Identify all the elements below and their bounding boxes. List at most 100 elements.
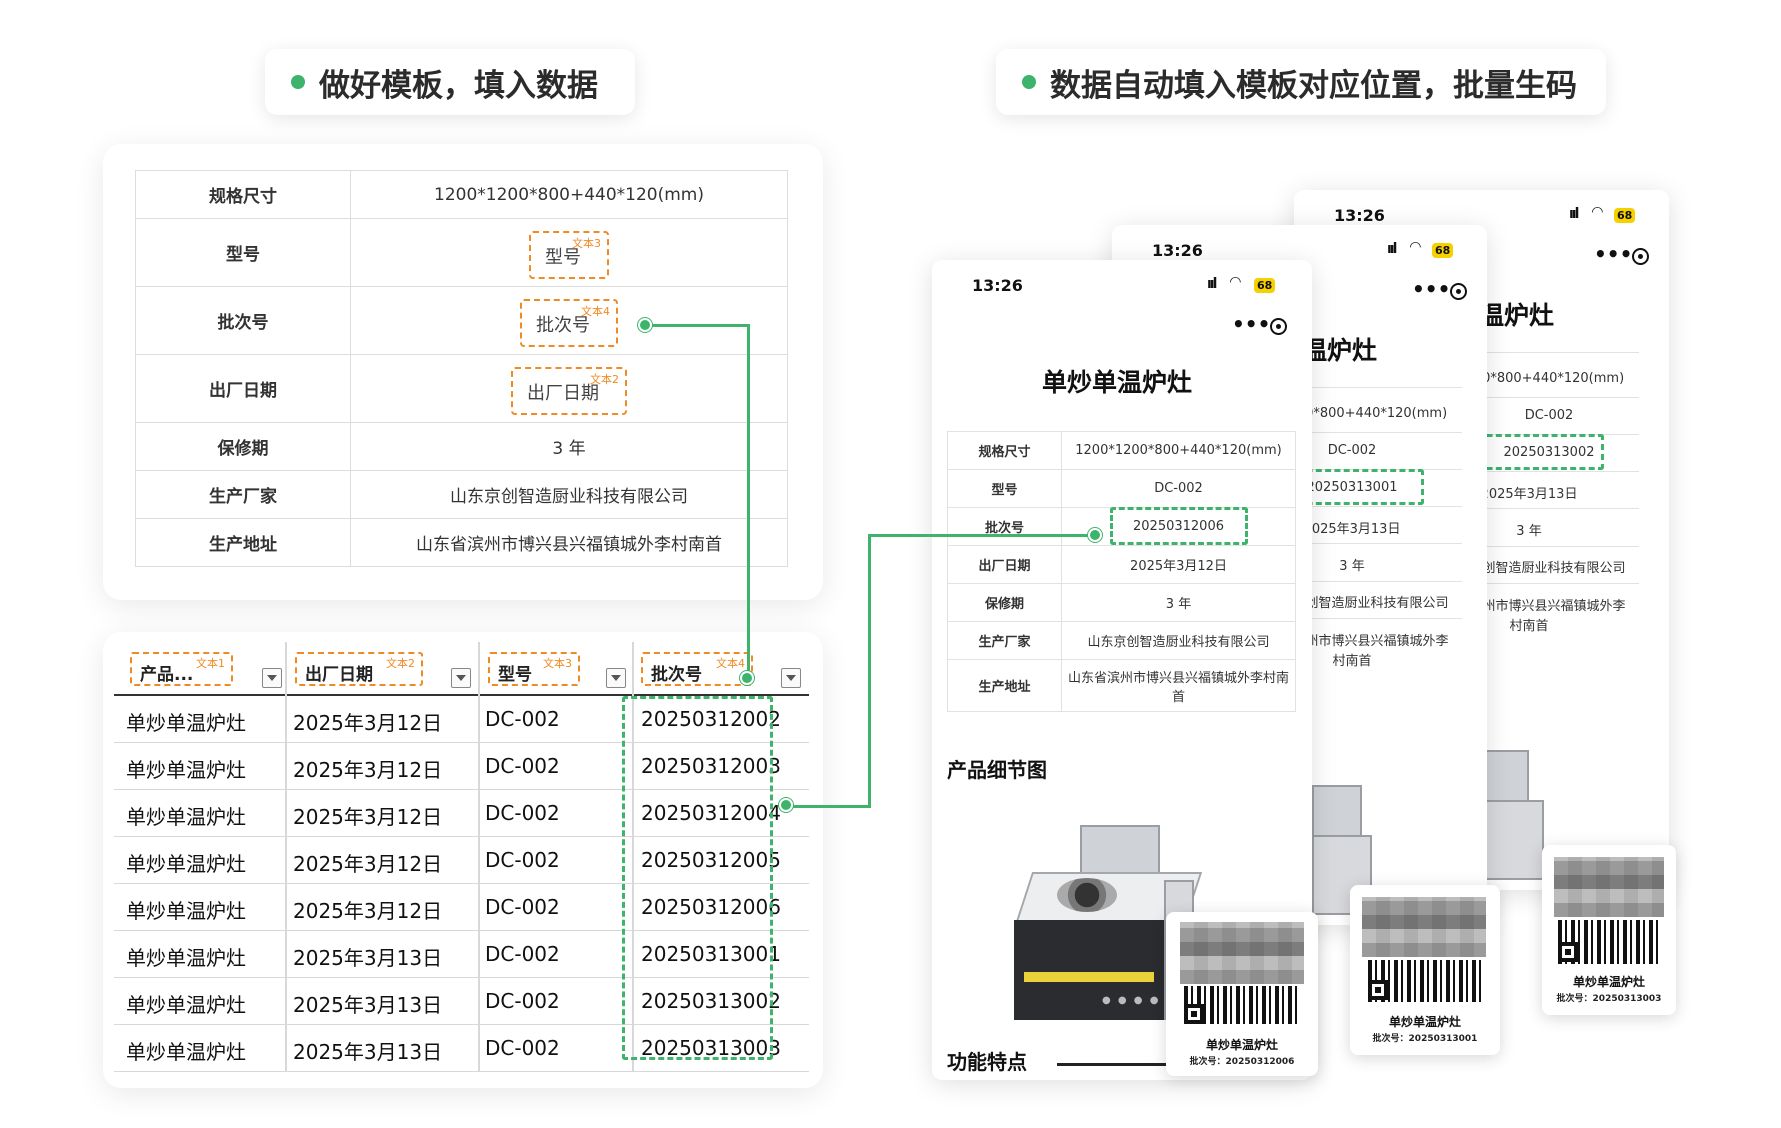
- qr-finder-icon: [1558, 942, 1578, 962]
- template-label: 生产厂家: [135, 470, 351, 519]
- sheet-header-date[interactable]: 出厂日期文本2: [295, 652, 423, 686]
- info-value: DC-002: [1061, 469, 1296, 508]
- info-label: 型号: [947, 469, 1062, 508]
- template-row: 批次号 批次号文本4: [135, 286, 788, 355]
- cell-batch: 20250313003: [641, 1036, 781, 1060]
- more-menu-icon[interactable]: •••: [1594, 242, 1633, 266]
- model-value: DC-002: [1524, 408, 1574, 423]
- address-value: 村南首: [1509, 619, 1549, 634]
- cell-date: 2025年3月12日: [293, 758, 443, 782]
- bullet-dot-icon: [1022, 75, 1036, 89]
- cell-model: DC-002: [485, 848, 560, 872]
- more-menu-icon[interactable]: •••: [1232, 312, 1271, 336]
- cell-model: DC-002: [485, 942, 560, 966]
- qr-card[interactable]: 单炒单温炉灶 批次号：20250313001: [1350, 885, 1500, 1055]
- detail-heading: 产品细节图: [947, 758, 1047, 782]
- info-label: 生产厂家: [947, 621, 1062, 660]
- right-heading: 数据自动填入模板对应位置，批量生码: [996, 49, 1606, 115]
- status-time: 13:26: [1152, 241, 1203, 260]
- connector-line: [747, 324, 750, 678]
- info-value: 山东京创智造厨业科技有限公司: [1061, 621, 1296, 660]
- address-value: 州市博兴县兴福镇城外李: [1305, 634, 1449, 649]
- template-label: 规格尺寸: [135, 170, 351, 219]
- field-tag: 文本3: [572, 236, 601, 250]
- connector-line: [868, 534, 1098, 537]
- sheet-header-product[interactable]: 产品...文本1: [130, 652, 233, 686]
- info-value: 2025年3月12日: [1061, 545, 1296, 584]
- batch-value: 20250313001: [1306, 480, 1398, 495]
- template-field-date[interactable]: 出厂日期文本2: [511, 366, 627, 415]
- header-tag: 文本1: [196, 657, 225, 670]
- template-label: 生产地址: [135, 518, 351, 567]
- column-divider: [632, 642, 634, 1072]
- header-tag: 文本4: [716, 657, 745, 670]
- template-label: 保修期: [135, 422, 351, 471]
- template-row: 生产地址 山东省滨州市博兴县兴福镇城外李村南首: [135, 518, 788, 567]
- data-sheet-card: [103, 632, 823, 1088]
- filter-dropdown-icon[interactable]: [262, 668, 282, 688]
- sheet-header-model[interactable]: 型号文本3: [488, 652, 580, 686]
- cell-batch: 20250312005: [641, 848, 781, 872]
- date-value: 2025年3月13日: [1303, 522, 1401, 537]
- template-value: 山东京创智造厨业科技有限公司: [350, 470, 788, 519]
- cell-model: DC-002: [485, 895, 560, 919]
- header-label: 型号: [498, 665, 532, 685]
- close-target-icon[interactable]: [1450, 283, 1467, 300]
- qr-batch-number: 批次号：20250313001: [1372, 1034, 1478, 1044]
- template-value: 山东省滨州市博兴县兴福镇城外李村南首: [350, 518, 788, 567]
- product-title: 单炒单温炉灶: [1042, 368, 1193, 397]
- product-title: 温炉灶: [1479, 301, 1555, 330]
- spec-value: 00*800+440*120(mm): [1296, 406, 1448, 421]
- header-label: 批次号: [651, 665, 702, 685]
- maker-value: 创智造厨业科技有限公司: [1305, 596, 1449, 611]
- cell-product: 单炒单温炉灶: [126, 946, 246, 970]
- connector-dot-icon: [779, 798, 793, 812]
- product-title: 温炉灶: [1302, 336, 1378, 365]
- template-field-model[interactable]: 型号文本3: [529, 230, 609, 279]
- header-tag: 文本3: [543, 657, 572, 670]
- cell-batch: 20250312004: [641, 801, 781, 825]
- template-value: 3 年: [350, 422, 788, 471]
- field-label: 批次号: [536, 314, 590, 336]
- template-label: 出厂日期: [135, 354, 351, 423]
- qr-product-name: 单炒单温炉灶: [1205, 1038, 1278, 1052]
- filter-dropdown-icon[interactable]: [781, 668, 801, 688]
- filter-dropdown-icon[interactable]: [606, 668, 626, 688]
- cell-batch: 20250312002: [641, 707, 781, 731]
- feature-underline: [1057, 1063, 1177, 1066]
- qr-card[interactable]: 单炒单温炉灶 批次号：20250313003: [1542, 845, 1676, 1015]
- cell-model: DC-002: [485, 989, 560, 1013]
- template-field-batch[interactable]: 批次号文本4: [520, 298, 618, 347]
- wifi-icon: ◠: [1592, 204, 1603, 220]
- qr-batch-number: 批次号：20250312006: [1189, 1057, 1295, 1067]
- qr-pixelated-image: [1180, 922, 1304, 984]
- row-divider: [1454, 583, 1639, 584]
- cell-product: 单炒单温炉灶: [126, 852, 246, 876]
- filter-dropdown-icon[interactable]: [451, 668, 471, 688]
- carousel-dots[interactable]: ● ● ● ●: [1102, 995, 1161, 1006]
- cell-date: 2025年3月12日: [293, 899, 443, 923]
- close-target-icon[interactable]: [1632, 248, 1649, 265]
- close-target-icon[interactable]: [1270, 318, 1287, 335]
- wifi-icon: ◠: [1230, 274, 1241, 290]
- template-label: 型号: [135, 218, 351, 287]
- battery-icon: 68: [1614, 208, 1636, 223]
- field-label: 型号: [545, 246, 581, 268]
- qr-card[interactable]: 单炒单温炉灶 批次号：20250312006: [1166, 912, 1318, 1076]
- batch-column-highlight: [622, 696, 773, 1060]
- info-value: 3 年: [1061, 583, 1296, 622]
- sheet-header-batch[interactable]: 批次号 文本4: [641, 652, 753, 686]
- row-divider: [1277, 387, 1462, 388]
- more-menu-icon[interactable]: •••: [1412, 277, 1451, 301]
